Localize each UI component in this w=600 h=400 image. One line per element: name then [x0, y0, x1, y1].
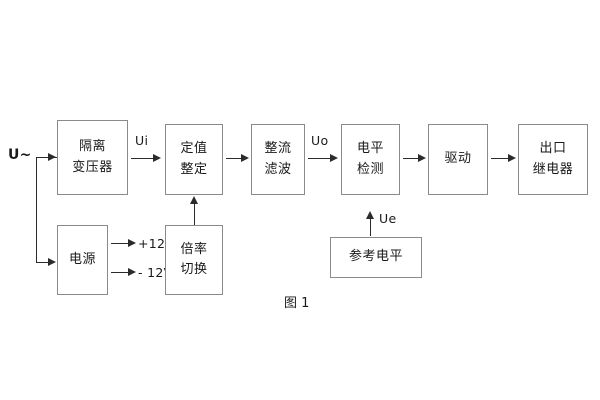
- reference-to-level-line: [370, 216, 371, 236]
- multiplier-to-setting-line: [194, 200, 195, 225]
- multiplier-to-setting-arrow: [189, 196, 198, 204]
- block-output-relay-line-2: 继电器: [532, 161, 574, 177]
- setting-to-rectify-line: [226, 158, 243, 159]
- level-to-drive-line: [403, 158, 420, 159]
- block-setting-value[interactable]: 定值 整定: [165, 124, 223, 195]
- block-power-supply-line-1: 电源: [68, 251, 96, 267]
- block-isolation-transformer-line-1: 隔离: [78, 139, 106, 155]
- block-rectify-filter-line-2: 滤波: [264, 161, 292, 177]
- branch-to-power-supply-arrow: [48, 257, 56, 266]
- supply-negative-arrow: [128, 267, 136, 276]
- block-output-relay[interactable]: 出口 继电器: [518, 124, 588, 195]
- block-reference-level-line-1: 参考电平: [348, 249, 403, 265]
- supply-negative-line: [111, 272, 130, 273]
- level-to-drive-arrow: [418, 153, 426, 162]
- branch-to-power-supply-line: [36, 262, 50, 263]
- input-branch-vertical-line: [36, 157, 37, 263]
- block-level-detection[interactable]: 电平 检测: [341, 124, 400, 195]
- ue-signal-label: Ue: [379, 211, 397, 226]
- branch-to-transformer-arrow: [48, 152, 56, 161]
- block-setting-value-line-2: 整定: [180, 161, 208, 177]
- branch-to-transformer-line: [36, 157, 50, 158]
- input-signal-label: U~: [8, 147, 32, 163]
- uo-signal-label: Uo: [311, 133, 329, 148]
- figure-caption: 图 1: [284, 296, 310, 311]
- setting-to-rectify-arrow: [241, 153, 249, 162]
- reference-to-level-arrow: [365, 211, 374, 219]
- block-level-detection-line-1: 电平: [356, 141, 384, 157]
- block-reference-level[interactable]: 参考电平: [330, 237, 422, 278]
- supply-negative-label: - 12V: [138, 265, 173, 280]
- block-multiplier-switch-line-1: 倍率: [180, 241, 208, 257]
- rectify-to-level-arrow: [330, 153, 338, 162]
- transformer-to-setting-line: [131, 158, 155, 159]
- drive-to-relay-arrow: [508, 153, 516, 162]
- block-level-detection-line-2: 检测: [356, 161, 384, 177]
- block-multiplier-switch[interactable]: 倍率 切换: [165, 225, 223, 295]
- block-rectify-filter-line-1: 整流: [264, 141, 292, 157]
- supply-positive-line: [111, 243, 130, 244]
- ui-signal-label: Ui: [135, 133, 149, 148]
- supply-positive-arrow: [128, 238, 136, 247]
- block-rectify-filter[interactable]: 整流 滤波: [251, 124, 305, 195]
- transformer-to-setting-arrow: [153, 153, 161, 162]
- block-drive[interactable]: 驱动: [428, 124, 488, 195]
- block-multiplier-switch-line-2: 切换: [180, 262, 208, 277]
- block-isolation-transformer-line-2: 变压器: [72, 159, 113, 175]
- supply-positive-label: +12V: [138, 236, 175, 251]
- drive-to-relay-line: [491, 158, 510, 159]
- block-drive-line-1: 驱动: [444, 151, 472, 167]
- block-setting-value-line-1: 定值: [180, 141, 208, 157]
- rectify-to-level-line: [308, 158, 332, 159]
- block-output-relay-line-1: 出口: [539, 141, 567, 157]
- block-power-supply[interactable]: 电源: [57, 225, 108, 295]
- block-isolation-transformer[interactable]: 隔离 变压器: [57, 120, 128, 195]
